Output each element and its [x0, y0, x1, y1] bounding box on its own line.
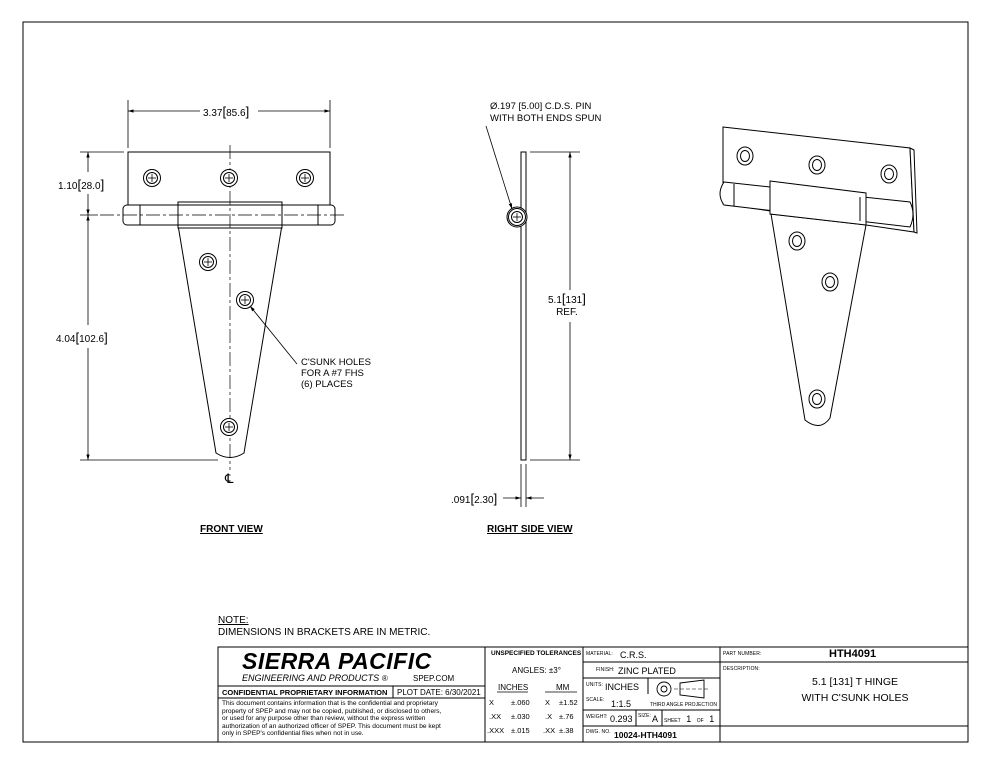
scale-label: SCALE:	[586, 697, 605, 703]
tolerance-row: .XX±.030.X±.76	[489, 712, 574, 721]
side-view	[506, 151, 528, 461]
hole-icon	[220, 169, 238, 187]
front-leaf-dim: 1.10[28.0]	[58, 177, 105, 192]
company-website: SPEP.COM	[413, 674, 455, 683]
tolerances-heading: UNSPECIFIED TOLERANCES	[491, 650, 582, 657]
units-value: INCHES	[605, 682, 640, 692]
tolerances-angles: ANGLES: ±3°	[512, 666, 561, 675]
tolerance-row: .XXX±.015.XX±.38	[487, 726, 574, 735]
side-length-dim: 5.1[131] REF.	[548, 291, 586, 319]
side-view-title: RIGHT SIDE VIEW	[487, 524, 573, 535]
hole-icon	[143, 169, 161, 187]
scale-value: 1:1.5	[611, 699, 632, 709]
iso-strap	[770, 213, 867, 426]
hole-icon	[236, 291, 254, 309]
side-thickness-dim: .091[2.30]	[451, 491, 498, 506]
pin-icon	[508, 208, 526, 226]
material-value: C.R.S.	[620, 650, 647, 660]
size-value: A	[652, 714, 659, 724]
hole-icon	[220, 418, 238, 436]
weight-label: WEIGHT:	[586, 714, 608, 720]
holes-note: C'SUNK HOLES FOR A #7 FHS (6) PLACES	[301, 357, 371, 390]
front-view-title: FRONT VIEW	[200, 524, 263, 535]
confidential-label: CONFIDENTIAL PROPRIETARY INFORMATION	[222, 688, 388, 697]
tolerances-mm-head: MM	[556, 683, 570, 692]
confidential-text: This document contains information that …	[222, 700, 442, 738]
sheet-info: SHEET 1 OF 1	[664, 714, 715, 724]
side-dimensions	[485, 125, 580, 507]
front-view	[100, 145, 345, 470]
note-text: DIMENSIONS IN BRACKETS ARE IN METRIC.	[218, 627, 431, 638]
material-label: MATERIAL:	[586, 651, 613, 657]
description: 5.1 [131] T HINGE WITH C'SUNK HOLES	[801, 676, 909, 704]
side-plate	[520, 151, 527, 461]
iso-holes	[736, 146, 898, 409]
title-block-grid	[217, 646, 969, 743]
isometric-view	[719, 126, 918, 426]
weight-value: 0.293	[610, 714, 633, 724]
company-sub: ENGINEERING AND PRODUCTS ®	[242, 673, 388, 683]
units-label: UNITS:	[586, 682, 603, 688]
finish-label: FINISH:	[596, 667, 615, 673]
front-width-dim: 3.37[85.6]	[203, 104, 250, 119]
size-label: SIZE:	[638, 713, 652, 719]
front-dimensions	[80, 100, 331, 461]
projection-label: THIRD ANGLE PROJECTION	[650, 702, 717, 708]
note-heading: NOTE:	[218, 615, 249, 626]
part-number-label: PART NUMBER:	[723, 651, 762, 657]
company-logo: SIERRA PACIFIC	[242, 648, 432, 674]
front-strap-dim: 4.04[102.6]	[56, 330, 108, 345]
dwg-label: DWG. NO.	[586, 729, 611, 735]
dwg-number: 10024-HTH4091	[614, 730, 677, 740]
centerline-symbol: ℄	[224, 472, 234, 487]
third-angle-projection-icon	[656, 679, 708, 699]
pin-note: Ø.197 [5.00] C.D.S. PIN WITH BOTH ENDS S…	[490, 101, 602, 124]
finish-value: ZINC PLATED	[618, 666, 676, 676]
tolerances-inches-head: INCHES	[498, 683, 529, 692]
part-number: HTH4091	[829, 648, 877, 660]
hole-icon	[199, 253, 217, 271]
plot-date: PLOT DATE: 6/30/2021	[397, 688, 481, 697]
hole-icon	[296, 169, 314, 187]
description-label: DESCRIPTION:	[723, 666, 760, 672]
